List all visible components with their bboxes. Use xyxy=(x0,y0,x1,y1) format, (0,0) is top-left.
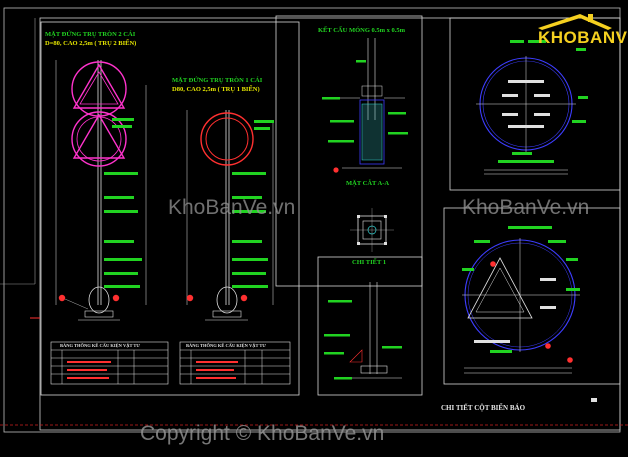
sheet-outer-frame xyxy=(3,7,621,433)
section-top-title: KẾT CẤU MÓNG 0.5m x 0.5m xyxy=(318,27,406,34)
foundation-section xyxy=(322,38,408,173)
title-left-line1: MẶT ĐỨNG TRỤ TRÒN 2 CÁI xyxy=(45,31,136,38)
right-bottom-panel xyxy=(443,207,621,385)
triangle-flange-plan xyxy=(462,226,580,374)
section-aa-plan xyxy=(350,208,394,252)
table-right-title: BẢNG THỐNG KÊ CẤU KIỆN VẬT TƯ xyxy=(186,343,267,348)
middle-top-panel xyxy=(275,15,423,287)
title-pole-one-sign: MẶT ĐỨNG TRỤ TRÒN 1 CÁI D80, CAO 2,5m ( … xyxy=(172,76,262,94)
table-left xyxy=(50,341,169,385)
section-aa-title: MẶT CẮT A-A xyxy=(346,180,390,187)
table-left-title: BẢNG THỐNG KÊ CẤU KIỆN VẬT TƯ xyxy=(60,343,141,348)
title-right-line2: D80, CAO 2,5m ( TRỤ 1 BIỂN) xyxy=(172,86,260,93)
flange-plan xyxy=(476,40,588,175)
pole-two-signs xyxy=(55,60,147,321)
title-right-line1: MẶT ĐỨNG TRỤ TRÒN 1 CÁI xyxy=(172,77,263,84)
house-logo-icon xyxy=(538,14,612,30)
watermark-right: KhoBanVe.vn xyxy=(462,196,590,219)
brand-logo: KHOBANVE xyxy=(538,28,628,47)
section-1-title: CHI TIẾT 1 xyxy=(352,259,387,266)
left-panel xyxy=(40,21,300,396)
watermark-center: KhoBanVe.vn xyxy=(168,196,296,219)
watermark-copyright: Copyright © KhoBanVe.vn xyxy=(140,422,385,445)
title-pole-two-signs: MẶT ĐỨNG TRỤ TRÒN 2 CÁI D=80, CAO 2,5m (… xyxy=(45,30,136,48)
pole-one-sign xyxy=(186,110,274,321)
title-left-line2: D=80, CAO 2,5m ( TRỤ 2 BIỂN) xyxy=(45,40,137,47)
middle-bottom-panel xyxy=(317,256,423,396)
detail-1 xyxy=(324,282,402,380)
table-right xyxy=(179,341,291,385)
drawing-bottom-title: CHI TIẾT CỘT BIỂN BÁO xyxy=(441,404,526,412)
right-top-panel xyxy=(449,17,621,191)
